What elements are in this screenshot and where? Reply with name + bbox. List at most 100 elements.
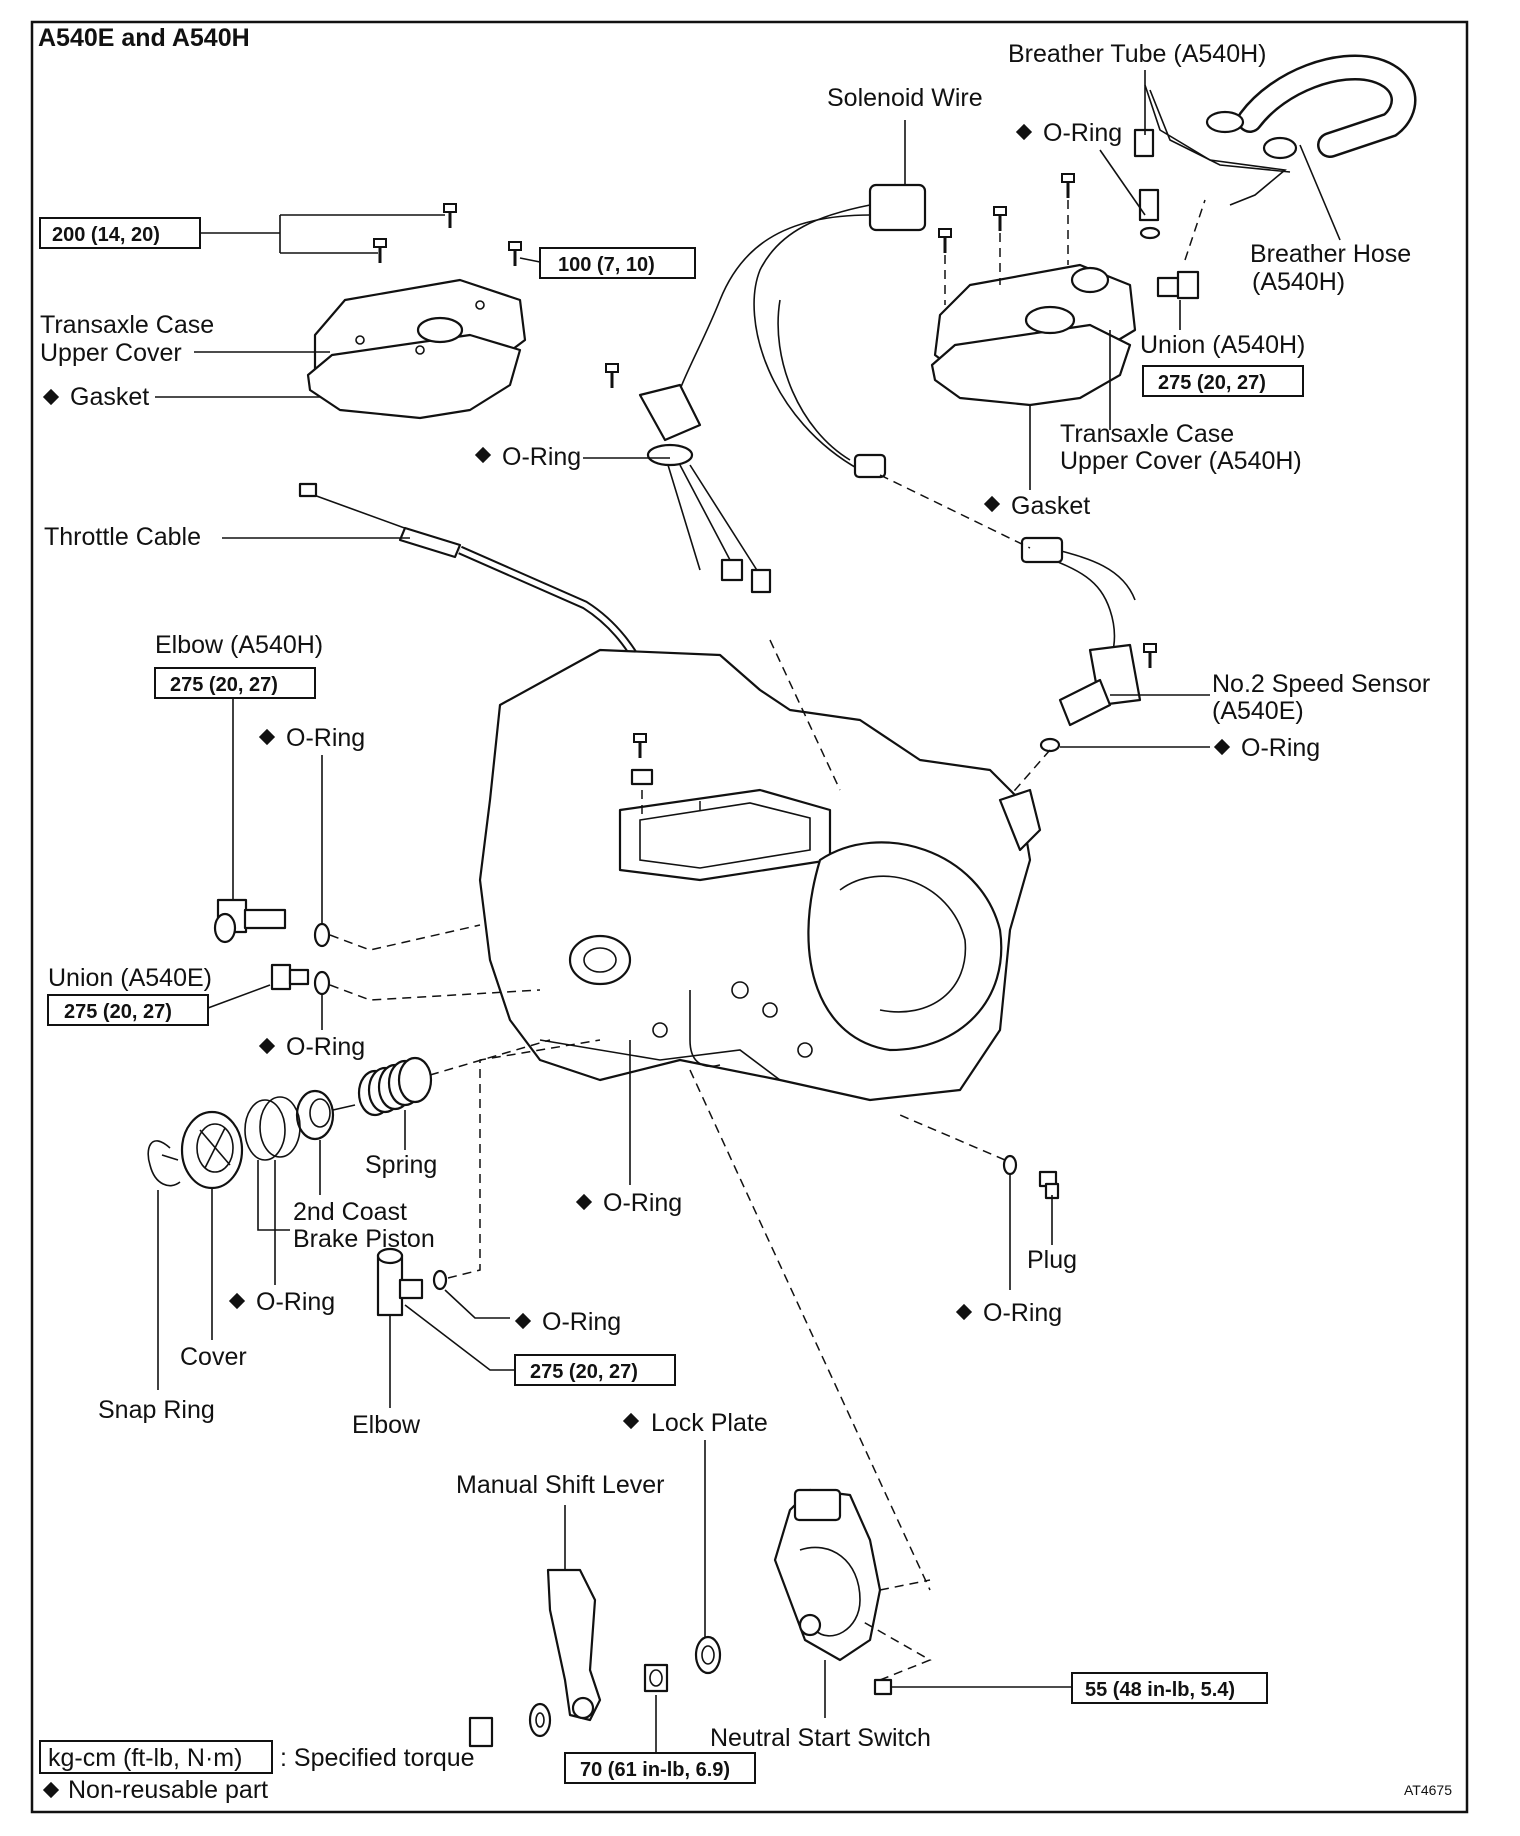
label-spring: Spring <box>365 1151 437 1179</box>
label-oring-speed-sensor: O-Ring <box>1241 734 1320 762</box>
torque-box-275-elbow <box>514 1354 676 1386</box>
transaxle-upper-cover-right <box>930 263 1137 407</box>
spring-part <box>357 1056 433 1117</box>
brake-piston-part <box>295 1089 356 1141</box>
bracket-throttle <box>630 768 654 786</box>
label-oring-union: O-Ring <box>286 1033 365 1061</box>
oring-plug-part <box>1002 1154 1018 1176</box>
transaxle-upper-cover-left <box>306 278 527 420</box>
torque-box-200 <box>39 217 201 249</box>
label-transaxle-case-upper-cover-2: Upper Cover <box>40 339 182 367</box>
label-lock-plate: Lock Plate <box>651 1409 768 1437</box>
nonreusable-marker-icon <box>1015 123 1033 141</box>
torque-55-label: 55 (48 in-lb, 5.4) <box>1085 1679 1235 1701</box>
torque-275-union-a540h-label: 275 (20, 27) <box>1158 372 1266 394</box>
label-oring-solenoid: O-Ring <box>502 443 581 471</box>
nonreusable-marker-icon <box>955 1303 973 1321</box>
label-oring-top: O-Ring <box>1043 119 1122 147</box>
solenoid-wire <box>638 183 927 594</box>
label-elbow: Elbow <box>352 1411 421 1439</box>
torque-275-elbow-a540h-label: 275 (20, 27) <box>170 674 278 696</box>
oring-elbow-part <box>313 922 331 948</box>
nonreusable-marker-icon <box>42 388 60 406</box>
neutral-start-switch-part <box>773 1488 882 1662</box>
label-cover: Cover <box>180 1343 247 1371</box>
bolts-upper-right <box>937 172 1076 255</box>
label-transaxle-case-upper-cover-a540h-2: Upper Cover (A540H) <box>1060 447 1302 475</box>
nonreusable-marker-icon <box>258 728 276 746</box>
lock-plate-part <box>694 1635 722 1675</box>
bolt-neutral-switch <box>873 1678 915 1696</box>
label-transaxle-case-upper-cover-1: Transaxle Case <box>40 311 214 339</box>
no2-speed-sensor <box>1020 536 1158 727</box>
torque-box-55 <box>1071 1672 1268 1704</box>
nonreusable-marker-icon <box>1213 738 1231 756</box>
snap-ring-part <box>147 1140 181 1187</box>
label-throttle-cable: Throttle Cable <box>44 523 201 551</box>
label-oring-elbow-lower: O-Ring <box>542 1308 621 1336</box>
nonreusable-marker-icon <box>983 495 1001 513</box>
label-union-a540e: Union (A540E) <box>48 964 212 992</box>
elbow-a540h-part <box>213 898 287 944</box>
oring-speed-sensor-part <box>1039 737 1061 753</box>
label-breather-hose-1: Breather Hose <box>1250 240 1411 268</box>
label-plug: Plug <box>1027 1246 1077 1274</box>
nonreusable-marker-icon <box>474 446 492 464</box>
label-no2-speed-sensor-2: (A540E) <box>1212 697 1304 725</box>
plug-part <box>1038 1170 1060 1200</box>
label-manual-shift-lever: Manual Shift Lever <box>456 1471 664 1499</box>
label-breather-hose-2: (A540H) <box>1252 268 1345 296</box>
legend-torque-box <box>39 1740 273 1774</box>
label-neutral-start-switch: Neutral Start Switch <box>710 1724 931 1752</box>
nut-part <box>643 1663 669 1693</box>
nonreusable-marker-icon <box>258 1037 276 1055</box>
elbow-part <box>376 1247 424 1317</box>
legend-torque-unit: kg-cm (ft-lb, N·m) <box>48 1744 242 1772</box>
nut-small-part <box>468 1716 494 1748</box>
torque-200-label: 200 (14, 20) <box>52 224 160 246</box>
label-brake-piston-1: 2nd Coast <box>293 1198 407 1226</box>
label-solenoid-wire: Solenoid Wire <box>827 84 983 112</box>
union-a540h-part <box>1156 270 1200 300</box>
breather-tube <box>1133 84 1291 240</box>
torque-box-275-elbow-a540h <box>154 667 316 699</box>
torque-70-label: 70 (61 in-lb, 6.9) <box>580 1759 730 1781</box>
breather-hose <box>1205 54 1417 160</box>
torque-box-100 <box>539 247 696 279</box>
torque-box-275-union-a540e <box>47 994 209 1026</box>
legend-nonreusable: Non-reusable part <box>68 1776 268 1804</box>
oring-elbow-lower-part <box>432 1269 448 1291</box>
washer-part <box>528 1702 552 1738</box>
legend-torque-desc: : Specified torque <box>280 1744 475 1772</box>
torque-box-275-union-a540h <box>1142 365 1304 397</box>
label-no2-speed-sensor-1: No.2 Speed Sensor <box>1212 670 1430 698</box>
diagram-frame <box>30 20 1469 1814</box>
label-gasket-right: Gasket <box>1011 492 1090 520</box>
manual-shift-lever-part <box>546 1568 602 1722</box>
torque-box-70 <box>564 1752 756 1784</box>
label-breather-tube: Breather Tube (A540H) <box>1008 40 1266 68</box>
piston-orings-part <box>244 1096 301 1161</box>
bolts-upper-left <box>372 202 523 268</box>
label-snap-ring: Snap Ring <box>98 1396 215 1424</box>
nonreusable-marker-icon <box>42 1781 60 1799</box>
torque-100-label: 100 (7, 10) <box>558 254 655 276</box>
label-oring-piston: O-Ring <box>256 1288 335 1316</box>
transaxle-case <box>478 648 1042 1102</box>
label-elbow-a540h: Elbow (A540H) <box>155 631 323 659</box>
label-oring-plug: O-Ring <box>983 1299 1062 1327</box>
label-oring-center: O-Ring <box>603 1189 682 1217</box>
label-transaxle-case-upper-cover-a540h-1: Transaxle Case <box>1060 420 1234 448</box>
union-a540e-part <box>270 963 310 991</box>
nonreusable-marker-icon <box>575 1193 593 1211</box>
figure-id: AT4675 <box>1404 1782 1452 1798</box>
torque-275-union-a540e-label: 275 (20, 27) <box>64 1001 172 1023</box>
nonreusable-marker-icon <box>514 1312 532 1330</box>
torque-275-elbow-label: 275 (20, 27) <box>530 1361 638 1383</box>
nonreusable-marker-icon <box>228 1292 246 1310</box>
label-union-a540h: Union (A540H) <box>1140 331 1305 359</box>
oring-union-part <box>313 970 331 996</box>
diagram-title: A540E and A540H <box>38 24 250 52</box>
label-brake-piston-2: Brake Piston <box>293 1225 435 1253</box>
